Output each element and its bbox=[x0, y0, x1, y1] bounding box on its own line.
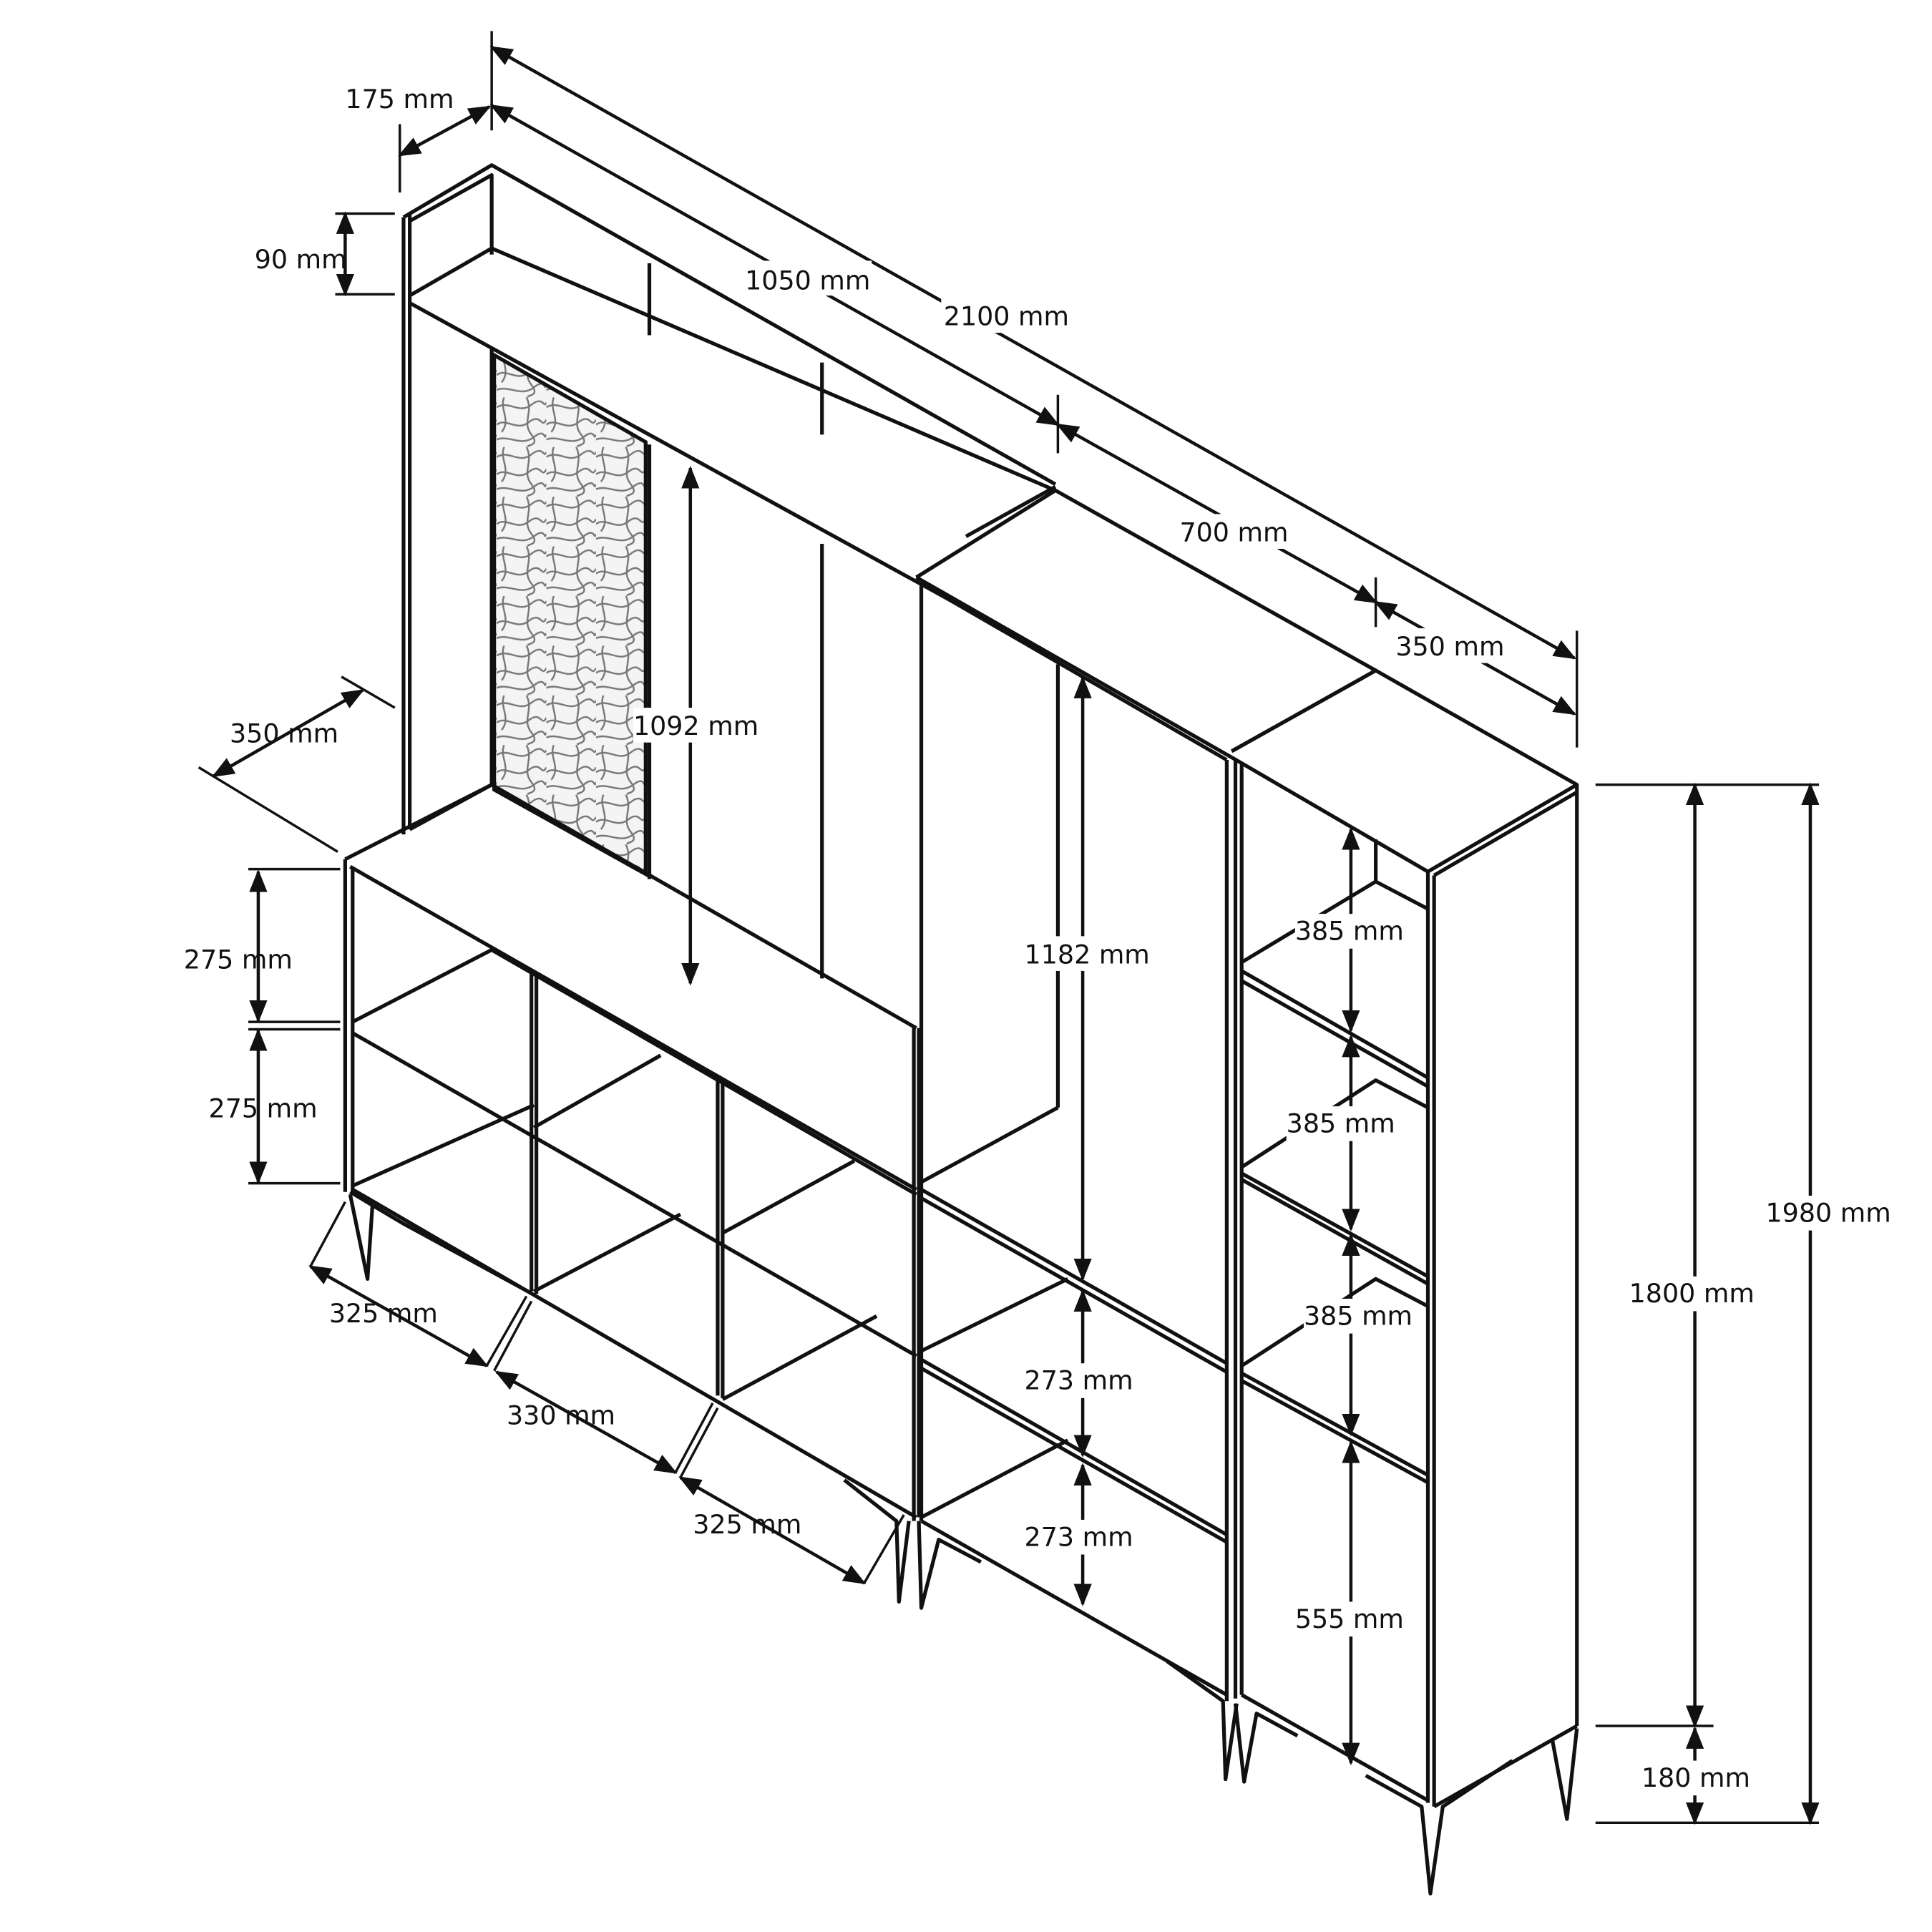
dim-175: 175 mm bbox=[345, 84, 454, 114]
dim-90: 90 mm bbox=[255, 244, 347, 275]
dim-555: 555 mm bbox=[1295, 1604, 1404, 1634]
dim-325-b: 325 mm bbox=[693, 1509, 801, 1540]
dim-275-b: 275 mm bbox=[209, 1093, 318, 1124]
dim-180: 180 mm bbox=[1641, 1762, 1750, 1793]
marble-panel bbox=[492, 351, 648, 878]
dim-1092: 1092 mm bbox=[633, 711, 758, 741]
dim-275-a: 275 mm bbox=[184, 944, 293, 975]
dim-1050: 1050 mm bbox=[745, 265, 870, 296]
dim-350-right: 350 mm bbox=[1395, 631, 1504, 662]
dim-385-a: 385 mm bbox=[1295, 916, 1404, 947]
dim-273-b: 273 mm bbox=[1025, 1521, 1133, 1552]
dim-385-c: 385 mm bbox=[1304, 1300, 1413, 1331]
dim-330: 330 mm bbox=[507, 1400, 615, 1430]
dim-700: 700 mm bbox=[1179, 517, 1288, 548]
dim-1980: 1980 mm bbox=[1765, 1197, 1890, 1228]
middle-cabinet bbox=[915, 484, 1378, 1782]
dim-1182: 1182 mm bbox=[1025, 940, 1150, 970]
dim-385-b: 385 mm bbox=[1287, 1108, 1395, 1139]
dimension-labels: 175 mm 90 mm 1050 mm 2100 mm 700 mm 350 … bbox=[184, 74, 1891, 1796]
dim-2100: 2100 mm bbox=[944, 301, 1069, 332]
right-cabinet bbox=[1231, 668, 1579, 1896]
dim-350-depth: 350 mm bbox=[230, 718, 338, 749]
left-cabinet bbox=[343, 163, 1057, 1604]
dim-273-a: 273 mm bbox=[1025, 1365, 1133, 1396]
dim-1800: 1800 mm bbox=[1629, 1278, 1755, 1309]
dim-325-a: 325 mm bbox=[329, 1298, 438, 1329]
